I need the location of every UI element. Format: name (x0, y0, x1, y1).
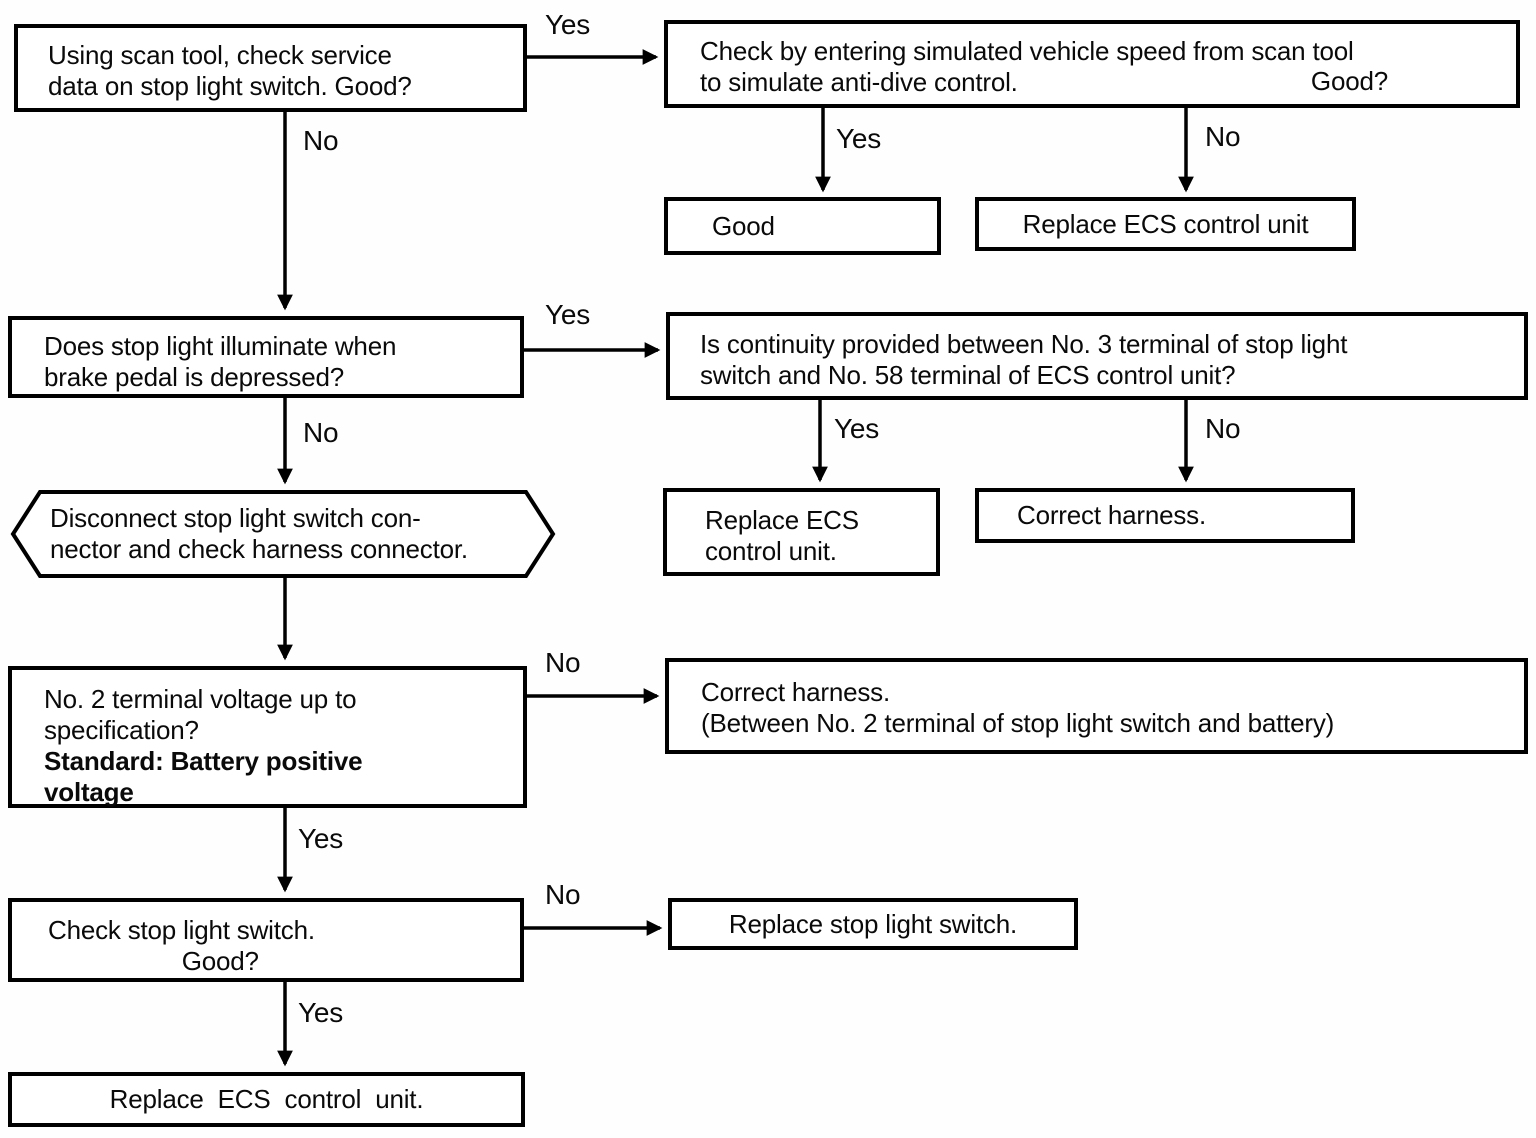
node-stop-light-illuminate: Does stop light illuminate when brake pe… (8, 316, 524, 398)
node-text: No. 2 terminal voltage up to (44, 684, 357, 714)
edge-label-no-illuminate: No (303, 417, 339, 448)
hexagon-shape (10, 490, 556, 578)
node-simulate-vehicle-speed: Check by entering simulated vehicle spee… (664, 20, 1520, 108)
node-text: switch and No. 58 terminal of ECS contro… (700, 360, 1236, 390)
node-replace-stop-light-switch: Replace stop light switch. (668, 898, 1078, 950)
node-text: control unit. (705, 536, 837, 566)
edge-label-yes-continuity: Yes (834, 413, 880, 444)
node-continuity-check: Is continuity provided between No. 3 ter… (666, 312, 1528, 400)
node-text: to simulate anti-dive control. (700, 67, 1018, 97)
node-text: Correct harness. (701, 677, 890, 707)
node-replace-ecs-unit-mid: Replace ECS control unit. (663, 488, 940, 576)
node-text: Replace ECS control unit. (109, 1084, 424, 1114)
node-text: Is continuity provided between No. 3 ter… (700, 329, 1348, 359)
node-text: data on stop light switch. Good? (48, 71, 412, 101)
node-text: Using scan tool, check service (48, 40, 392, 70)
node-text: specification? (44, 715, 199, 745)
node-text: Check stop light switch. (48, 915, 315, 945)
edge-label-no-voltage: No (545, 647, 581, 678)
node-disconnect-connector: Disconnect stop light switch con- nector… (10, 490, 556, 578)
node-question-text: Good? (1310, 66, 1388, 96)
node-check-service-data: Using scan tool, check service data on s… (14, 24, 527, 112)
node-good: Good (664, 197, 941, 255)
edge-label-yes-simulate: Yes (836, 123, 882, 154)
edge-label-no-check-switch: No (545, 879, 581, 910)
node-text: brake pedal is depressed? (44, 362, 344, 392)
edge-label-yes-voltage: Yes (298, 823, 344, 854)
edge-label-no-top: No (303, 125, 339, 156)
node-text: nector and check harness connector. (50, 534, 468, 564)
node-text: Correct harness. (1017, 500, 1206, 530)
node-standard-text: Standard: Battery positive (44, 746, 363, 776)
edge-label-no-simulate: No (1205, 121, 1241, 152)
node-correct-harness: Correct harness. (975, 488, 1355, 543)
edge-label-no-continuity: No (1205, 413, 1241, 444)
node-text: (Between No. 2 terminal of stop light sw… (701, 708, 1335, 738)
node-standard-text: voltage (44, 777, 134, 807)
node-text: Does stop light illuminate when (44, 331, 397, 361)
node-text: Replace stop light switch. (728, 908, 1018, 939)
node-replace-ecs-unit-top: Replace ECS control unit (975, 197, 1356, 251)
node-terminal-voltage: No. 2 terminal voltage up to specificati… (8, 666, 527, 808)
node-text: Good? (181, 946, 259, 976)
node-text: Good (712, 210, 775, 241)
edge-label-yes-illuminate: Yes (545, 299, 591, 330)
edge-label-yes-top: Yes (545, 9, 591, 40)
node-check-stop-light-switch: Check stop light switch. Good? (8, 898, 524, 982)
node-correct-harness-battery: Correct harness. (Between No. 2 terminal… (665, 658, 1528, 754)
node-replace-ecs-unit-final: Replace ECS control unit. (8, 1072, 525, 1127)
node-text: Replace ECS (705, 505, 859, 535)
node-text-block: Disconnect stop light switch con- nector… (50, 503, 468, 565)
node-text: Replace ECS control unit (1022, 208, 1309, 239)
edge-label-yes-check-switch: Yes (298, 997, 344, 1028)
node-text: Check by entering simulated vehicle spee… (700, 36, 1354, 66)
node-text: Disconnect stop light switch con- (50, 503, 421, 533)
